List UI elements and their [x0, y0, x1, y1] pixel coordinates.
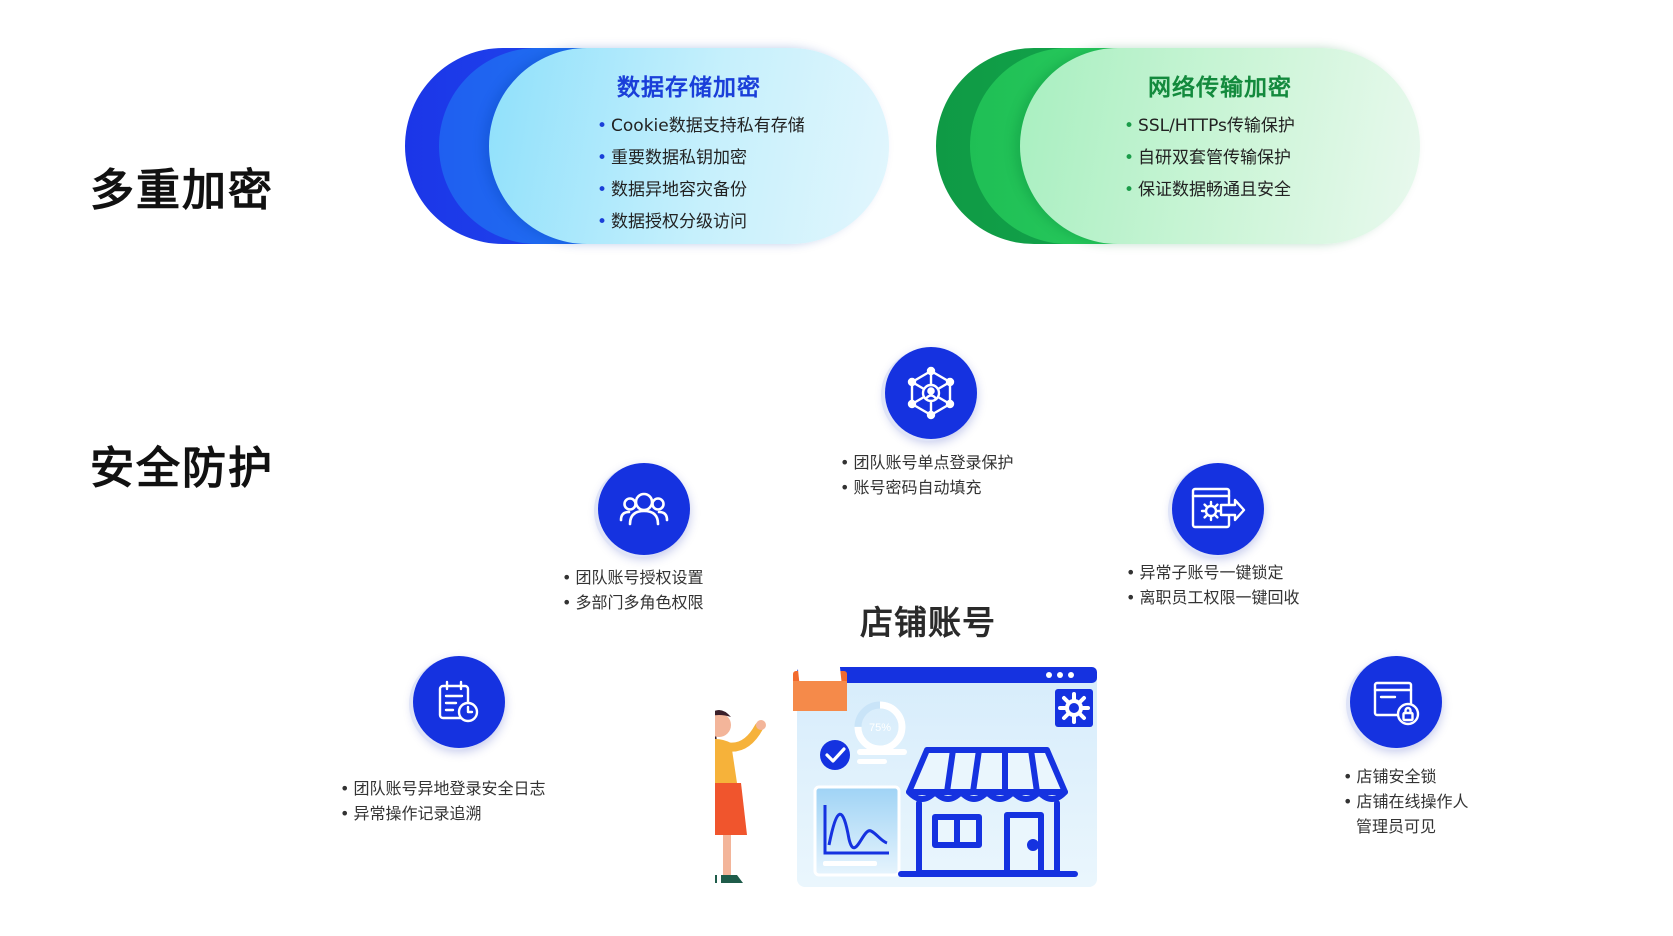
shop-account-illustration: 75% — [715, 660, 1097, 887]
list-item: •店铺安全锁 — [1343, 767, 1437, 786]
network-user-icon — [885, 347, 977, 439]
storefront-icon — [898, 747, 1078, 877]
list-item: 数据异地容灾备份 — [597, 174, 889, 206]
shop-lock-feature-text: •店铺安全锁 •店铺在线操作人 管理员可见 — [1343, 764, 1468, 839]
storage-encryption-list: Cookie数据支持私有存储 重要数据私钥加密 数据异地容灾备份 数据授权分级访… — [489, 110, 889, 238]
shop-account-title: 店铺账号 — [860, 603, 996, 642]
list-item: •异常操作记录追溯 — [340, 804, 482, 823]
team-auth-feature-text: •团队账号授权设置 •多部门多角色权限 — [562, 565, 703, 615]
list-item: 保证数据畅通且安全 — [1124, 174, 1420, 206]
pill-front-layer: 网络传输加密 SSL/HTTPs传输保护 自研双套管传输保护 保证数据畅通且安全 — [1020, 48, 1420, 244]
list-item: •店铺在线操作人 — [1343, 792, 1469, 811]
list-item: •离职员工权限一键回收 — [1126, 588, 1300, 607]
storage-encryption-title: 数据存储加密 — [617, 75, 761, 101]
team-users-icon — [598, 463, 690, 555]
check-icon — [820, 740, 850, 770]
list-item: 数据授权分级访问 — [597, 206, 889, 238]
protection-section-title: 安全防护 — [90, 443, 274, 494]
list-item: 重要数据私钥加密 — [597, 142, 889, 174]
list-item: Cookie数据支持私有存储 — [597, 110, 889, 142]
transport-encryption-list: SSL/HTTPs传输保护 自研双套管传输保护 保证数据畅通且安全 — [1020, 110, 1420, 206]
sso-feature-text: •团队账号单点登录保护 •账号密码自动填充 — [840, 450, 1013, 500]
list-item: •账号密码自动填充 — [840, 478, 982, 497]
calendar-clock-icon — [413, 656, 505, 748]
list-item: •异常子账号一键锁定 — [1126, 563, 1284, 582]
transport-encryption-card: 网络传输加密 SSL/HTTPs传输保护 自研双套管传输保护 保证数据畅通且安全 — [936, 48, 1420, 244]
list-item: •团队账号授权设置 — [562, 568, 704, 587]
list-item: •团队账号单点登录保护 — [840, 453, 1014, 472]
transport-encryption-title: 网络传输加密 — [1148, 75, 1292, 101]
woman-figure-illustration — [715, 710, 766, 883]
list-item: •团队账号异地登录安全日志 — [340, 779, 546, 798]
pill-front-layer: 数据存储加密 Cookie数据支持私有存储 重要数据私钥加密 数据异地容灾备份 … — [489, 48, 889, 244]
list-item: SSL/HTTPs传输保护 — [1124, 110, 1420, 142]
progress-label: 75% — [869, 722, 891, 734]
security-log-feature-text: •团队账号异地登录安全日志 •异常操作记录追溯 — [340, 776, 545, 826]
list-item: 自研双套管传输保护 — [1124, 142, 1420, 174]
account-lock-feature-text: •异常子账号一键锁定 •离职员工权限一键回收 — [1126, 560, 1299, 610]
storage-encryption-card: 数据存储加密 Cookie数据支持私有存储 重要数据私钥加密 数据异地容灾备份 … — [405, 48, 889, 244]
list-item: 管理员可见 — [1356, 817, 1437, 836]
window-lock-icon — [1350, 656, 1442, 748]
window-title-bar — [797, 667, 1097, 683]
list-item: •多部门多角色权限 — [562, 593, 704, 612]
encryption-section-title: 多重加密 — [90, 165, 274, 216]
settings-window-arrow-icon — [1172, 463, 1264, 555]
